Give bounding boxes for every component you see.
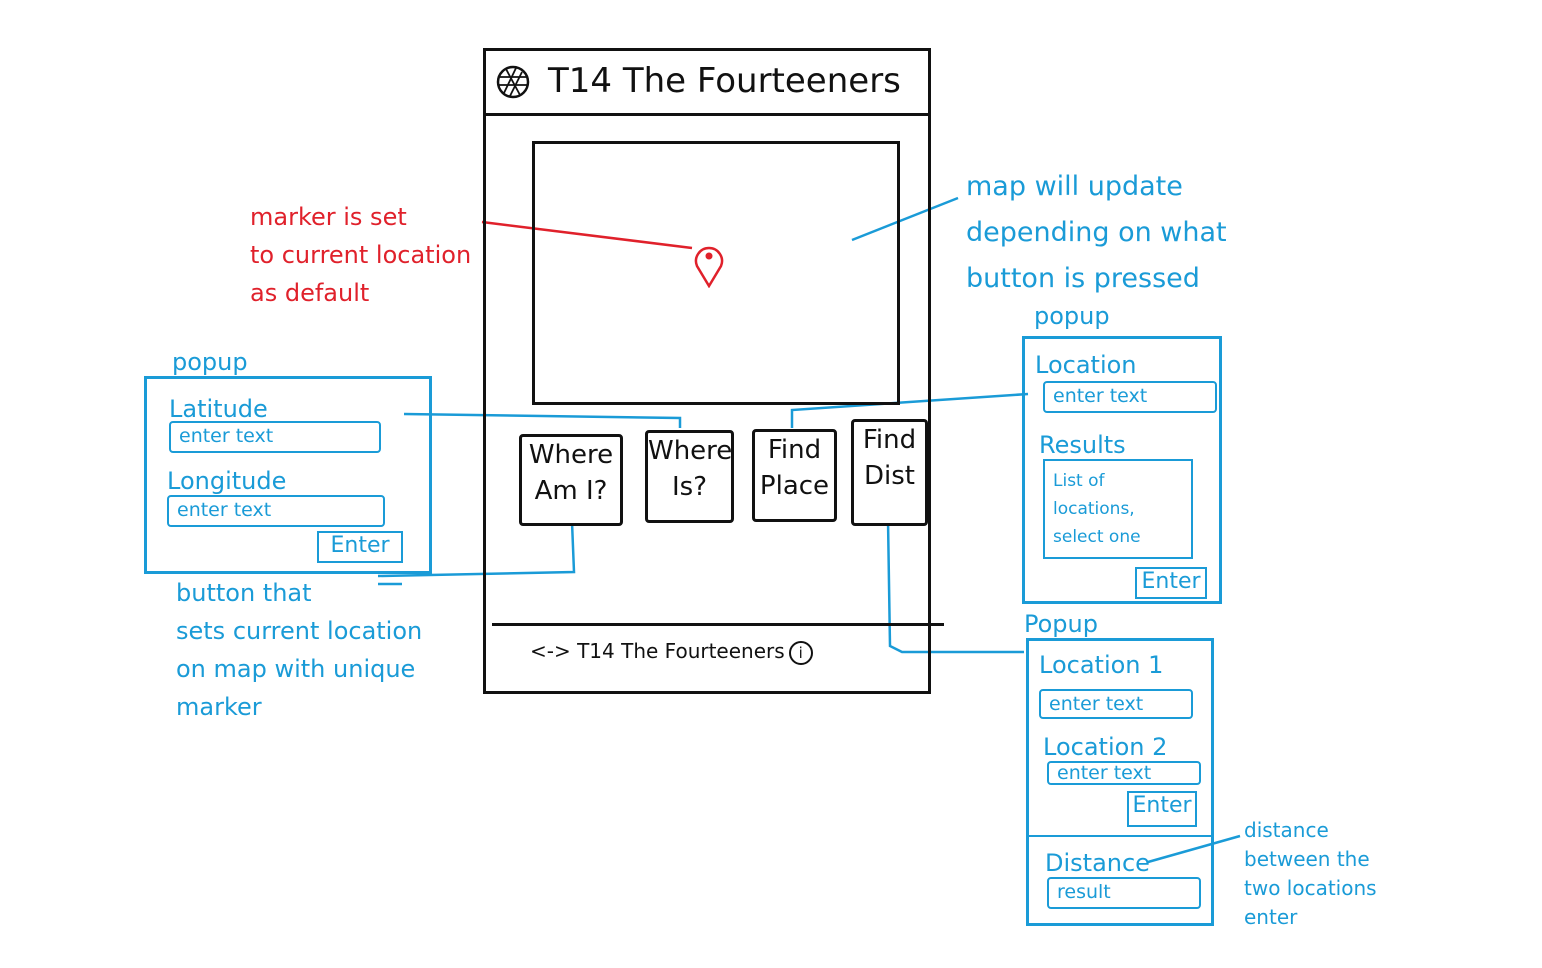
- find-dist-connector: [886, 519, 1024, 654]
- popup-divider: [1029, 835, 1211, 837]
- find-place-connector: [790, 392, 1029, 428]
- distance-connector: [1147, 834, 1241, 864]
- location-input[interactable]: enter text: [1043, 381, 1217, 413]
- footer-divider: [492, 623, 944, 628]
- globe-icon: [496, 65, 530, 99]
- find-place-popup: Location enter text Results List of loca…: [1022, 336, 1222, 604]
- where-is-enter-button[interactable]: Enter: [317, 531, 403, 563]
- where-am-i-note: button that sets current location on map…: [176, 579, 423, 721]
- marker-note: marker is set to current location as def…: [250, 203, 472, 307]
- location2-input[interactable]: enter text: [1047, 761, 1201, 785]
- find-dist-button[interactable]: Find Dist: [851, 419, 928, 526]
- where-am-i-connector: [377, 521, 576, 586]
- location1-label: Location 1: [1039, 651, 1164, 679]
- where-is-popup-heading: popup: [172, 348, 248, 376]
- latitude-label: Latitude: [169, 395, 268, 423]
- app-header: T14 The Fourteeners: [486, 51, 928, 116]
- find-dist-popup-heading: Popup: [1024, 610, 1098, 638]
- distance-note: distance between the two locations enter: [1244, 818, 1377, 929]
- results-list[interactable]: List of locations, select one: [1043, 459, 1193, 559]
- where-is-button[interactable]: Where Is?: [645, 430, 734, 523]
- map-note-connector: [851, 196, 959, 242]
- longitude-label: Longitude: [167, 467, 287, 495]
- map-marker-icon: [694, 246, 724, 288]
- footer-label: <-> T14 The Fourteeners: [530, 639, 785, 663]
- info-icon[interactable]: i: [788, 640, 813, 665]
- distance-label: Distance: [1045, 849, 1150, 877]
- longitude-input[interactable]: enter text: [167, 495, 385, 527]
- results-label: Results: [1039, 431, 1126, 459]
- phone-frame: T14 The Fourteeners Where Am I? Where Is…: [483, 48, 944, 694]
- where-is-popup: Latitude enter text Longitude enter text…: [144, 376, 432, 574]
- map-area[interactable]: [532, 141, 900, 405]
- where-am-i-button[interactable]: Where Am I?: [519, 434, 623, 526]
- find-place-popup-heading: popup: [1034, 302, 1110, 330]
- map-note: map will update depending on what button…: [966, 171, 1227, 294]
- find-place-button[interactable]: Find Place: [752, 429, 837, 522]
- location2-label: Location 2: [1043, 733, 1168, 761]
- marker-connector: [481, 220, 693, 250]
- app-title: T14 The Fourteeners: [548, 61, 901, 101]
- find-dist-popup: Location 1 enter text Location 2 enter t…: [1026, 638, 1214, 926]
- find-dist-enter-button[interactable]: Enter: [1127, 791, 1197, 827]
- latitude-input[interactable]: enter text: [169, 421, 381, 453]
- where-is-connector: [403, 412, 682, 428]
- find-place-enter-button[interactable]: Enter: [1135, 567, 1207, 599]
- distance-result-field: result: [1047, 877, 1201, 909]
- location-label: Location: [1035, 351, 1137, 379]
- location1-input[interactable]: enter text: [1039, 689, 1193, 719]
